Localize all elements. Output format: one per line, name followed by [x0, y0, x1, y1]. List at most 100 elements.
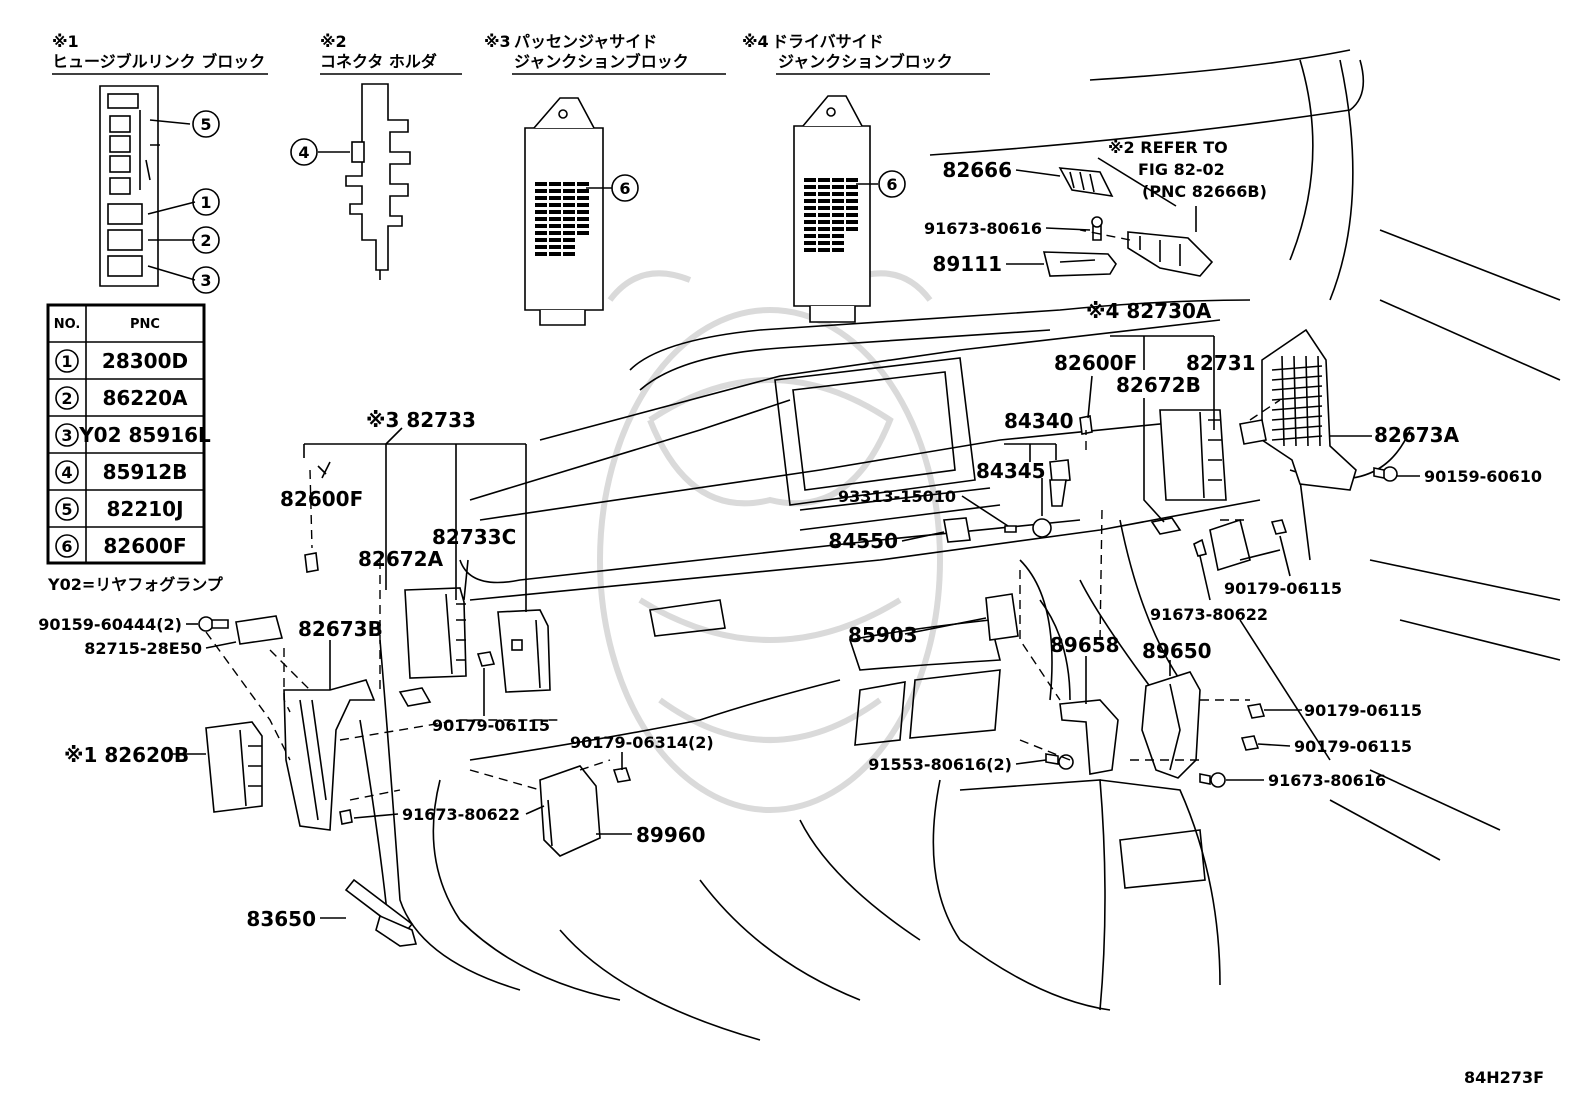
fuse-slot [846, 206, 858, 210]
callout-6-passenger: 6 [611, 174, 639, 202]
figure-code: 84H273F [1464, 1068, 1544, 1087]
passenger-jb-fuses [535, 182, 589, 256]
fuse-slot [563, 231, 575, 235]
svg-text:5: 5 [61, 500, 72, 519]
fuse-slot [818, 241, 830, 245]
fusible-link-inset: ※1 ヒュージブルリンク ブロック [52, 32, 268, 287]
label-89650: 89650 [1142, 639, 1212, 663]
fuse-slot [832, 206, 844, 210]
fuse-slot [804, 220, 816, 224]
refer-note-line2: FIG 82-02 [1138, 160, 1225, 179]
fuse-slot [549, 210, 561, 214]
svg-text:1: 1 [200, 193, 211, 212]
fuse-slot [563, 238, 575, 242]
fuse-slot [832, 185, 844, 189]
label-82672a: 82672A [358, 547, 444, 571]
fuse-slot [563, 217, 575, 221]
table-pnc-6: 82600F [103, 534, 186, 558]
label-85903: 85903 [848, 623, 918, 647]
label-84345: 84345 [976, 459, 1046, 483]
label-82672b: 82672B [1116, 373, 1201, 397]
fuse-slot [535, 245, 547, 249]
bracket-rib [1317, 355, 1321, 447]
fuse-slot [818, 185, 830, 189]
callout-3: 3 [192, 266, 220, 294]
fuse-slot [535, 231, 547, 235]
fuse-slot [832, 234, 844, 238]
fuse-slot [535, 238, 547, 242]
label-90179-06115-left: 90179-06115 [432, 716, 550, 735]
svg-text:3: 3 [61, 426, 72, 445]
label-90179-06115-r2: 90179-06115 [1294, 737, 1412, 756]
fuse-slot [549, 238, 561, 242]
inset4-title1: ドライバサイド [772, 32, 884, 51]
label-82666: 82666 [942, 158, 1012, 182]
fuse-slot [804, 241, 816, 245]
bracket-rib [1305, 355, 1309, 447]
fuse-slot [549, 182, 561, 186]
fuse-slot [804, 248, 816, 252]
fuse-slot [818, 199, 830, 203]
svg-text:4: 4 [61, 463, 72, 482]
table-pnc-1: 28300D [102, 349, 188, 373]
parts-right [943, 167, 1398, 788]
table-pnc-3: Y02 85916L [78, 423, 211, 447]
svg-text:1: 1 [61, 352, 72, 371]
fuse-slot [846, 220, 858, 224]
fuse-slot [846, 227, 858, 231]
fuse-slot [577, 182, 589, 186]
label-82620b: ※1 82620B [64, 743, 189, 767]
callout-6-driver: 6 [878, 170, 906, 198]
fuse-slot [804, 213, 816, 217]
table-pnc-5: 82210J [106, 497, 183, 521]
table-pnc-2: 86220A [102, 386, 188, 410]
inset4-mark: ※4 [742, 32, 769, 51]
inset4-title2: ジャンクションブロック [778, 52, 953, 71]
fuse-slot [832, 178, 844, 182]
fuse-slot [549, 217, 561, 221]
fuse-slot [563, 245, 575, 249]
label-82733: ※3 82733 [366, 408, 476, 432]
fuse-slot [818, 248, 830, 252]
inset3-title1: パッセンジャサイド [514, 32, 657, 51]
bracket-82673a-ribs [1271, 355, 1323, 447]
label-90179-06115-right: 90179-06115 [1224, 579, 1342, 598]
fuse-slot [832, 192, 844, 196]
fuse-slot [846, 213, 858, 217]
fuse-slot [818, 227, 830, 231]
fuse-slot [549, 245, 561, 249]
label-93313-15010: 93313-15010 [838, 487, 956, 506]
fuse-slot [804, 206, 816, 210]
fuse-slot [832, 248, 844, 252]
fuse-slot [535, 210, 547, 214]
fuse-slot [549, 203, 561, 207]
fuse-slot [818, 234, 830, 238]
bracket-rib [1271, 365, 1323, 371]
callout-5: 5 [192, 110, 220, 138]
label-82733c: 82733C [432, 525, 516, 549]
callout-1: 1 [192, 188, 220, 216]
inset1-mark: ※1 [52, 32, 79, 51]
fuse-slot [535, 182, 547, 186]
fuse-slot [535, 252, 547, 256]
driver-jb-inset: ※4 ドライバサイド ジャンクションブロック [742, 32, 990, 323]
label-91673-80622-right: 91673-80622 [1150, 605, 1268, 624]
label-82731: 82731 [1186, 351, 1256, 375]
svg-text:5: 5 [200, 115, 211, 134]
fuse-slot [549, 189, 561, 193]
svg-text:4: 4 [298, 143, 309, 162]
label-84550: 84550 [828, 529, 898, 553]
svg-text:2: 2 [61, 389, 72, 408]
bracket-rib [1281, 355, 1285, 447]
inset1-title: ヒュージブルリンク ブロック [52, 52, 265, 71]
fuse-slot [804, 199, 816, 203]
svg-text:6: 6 [619, 179, 630, 198]
fuse-slot [846, 185, 858, 189]
fuse-slot [804, 178, 816, 182]
bracket-rib [1271, 425, 1323, 431]
fuse-slot [818, 220, 830, 224]
bracket-rib [1271, 375, 1323, 381]
driver-jb-fuses [804, 178, 858, 252]
fuse-slot [563, 252, 575, 256]
